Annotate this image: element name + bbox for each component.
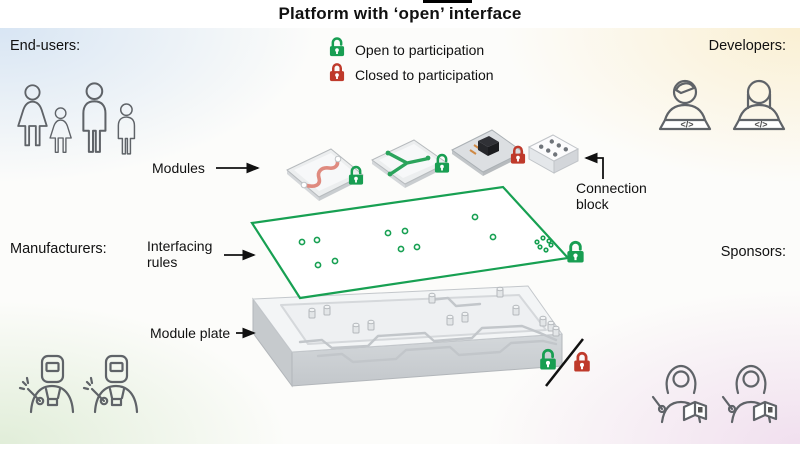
module-chip-green-channel <box>371 139 451 188</box>
plate-lock-slash <box>545 338 584 387</box>
top-notch-bar <box>423 0 472 3</box>
module-chip-sensor <box>451 129 527 176</box>
connection-block <box>527 134 580 174</box>
developers-label: Developers: <box>708 38 786 54</box>
legend-closed-row: Closed to participation <box>327 60 494 83</box>
developers-icon: </> </> <box>658 79 786 131</box>
page-title: Platform with ‘open’ interface <box>278 4 522 23</box>
plate-channels <box>298 296 558 364</box>
end-users-icon <box>17 82 136 155</box>
connection-block-arrow <box>584 152 604 179</box>
y-channel <box>388 152 428 175</box>
developer-code-glyph: </> <box>680 120 693 130</box>
modules-label: Modules <box>152 160 205 176</box>
sponsors-icon <box>651 364 778 424</box>
module-chip-red-channel <box>286 148 365 201</box>
annotation-arrows <box>216 152 604 339</box>
module-plate-label: Module plate <box>150 325 231 341</box>
plane-ports <box>298 213 554 269</box>
module2-open-lock-icon <box>433 153 451 174</box>
interfacing-rules-label: Interfacing rules <box>147 238 213 271</box>
manufacturers-label: Manufacturers: <box>10 241 107 257</box>
connection-block-label: Connection block <box>576 180 647 213</box>
plate-closed-lock-icon <box>572 351 592 373</box>
legend-open-row: Open to participation <box>327 35 484 58</box>
module-plate <box>252 285 592 388</box>
plane-open-lock-icon <box>565 240 586 264</box>
legend-closed-label: Closed to participation <box>355 67 494 83</box>
developer-code-glyph: </> <box>754 120 767 130</box>
legend-open-label: Open to participation <box>355 42 485 58</box>
sponsors-label: Sponsors: <box>720 244 786 260</box>
connection-block-holes <box>539 139 568 157</box>
end-users-label: End-users: <box>10 38 81 54</box>
interfacing-rules-plane <box>250 185 586 300</box>
manufacturers-icon <box>18 354 139 414</box>
